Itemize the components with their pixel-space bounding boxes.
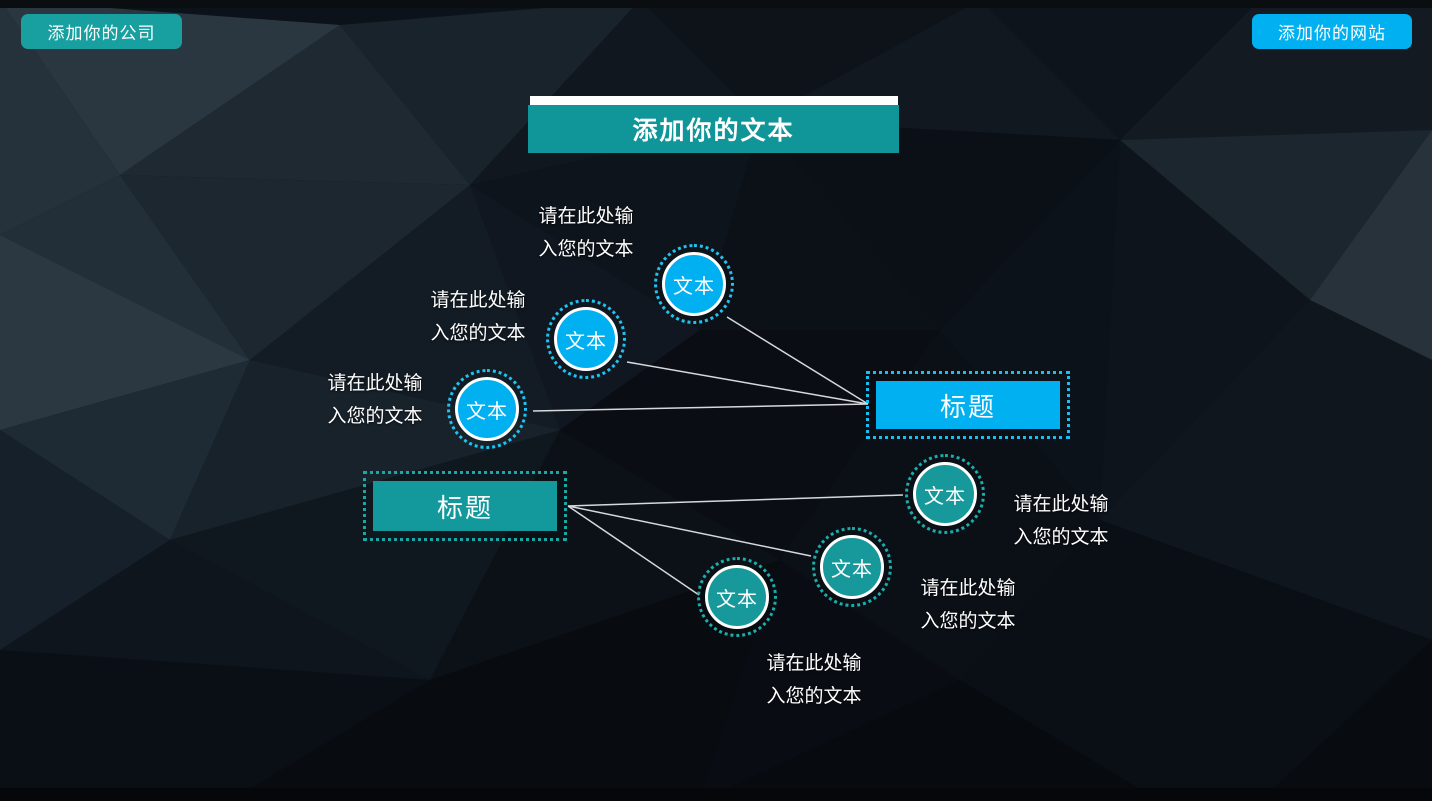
slide-title: 添加你的文本 — [528, 105, 899, 153]
node-blue-bottom[interactable]: 文本 — [447, 369, 527, 449]
caption-line: 入您的文本 — [327, 406, 423, 427]
caption-line: 入您的文本 — [766, 686, 862, 707]
title-accent-bar — [530, 96, 898, 105]
caption-teal-right: 请在此处输 入您的文本 — [976, 488, 1146, 554]
add-website-button[interactable]: 添加你的网站 — [1252, 14, 1412, 49]
node-blue-bottom-label: 文本 — [455, 377, 519, 441]
node-teal-left-label: 文本 — [705, 565, 769, 629]
node-teal-middle-label: 文本 — [820, 535, 884, 599]
add-company-button[interactable]: 添加你的公司 — [21, 14, 182, 49]
caption-line: 请在此处输 — [766, 653, 862, 674]
node-teal-middle[interactable]: 文本 — [812, 527, 892, 607]
node-blue-middle-label: 文本 — [554, 307, 618, 371]
node-blue-top-label: 文本 — [662, 252, 726, 316]
caption-blue-top: 请在此处输 入您的文本 — [501, 200, 671, 266]
caption-line: 请在此处输 — [430, 290, 526, 311]
title-box-left-label: 标题 — [373, 481, 557, 531]
title-box-right-label: 标题 — [876, 381, 1060, 429]
node-blue-middle[interactable]: 文本 — [546, 299, 626, 379]
caption-teal-middle: 请在此处输 入您的文本 — [883, 572, 1053, 638]
caption-teal-left: 请在此处输 入您的文本 — [729, 647, 899, 713]
caption-blue-middle: 请在此处输 入您的文本 — [393, 284, 563, 350]
caption-line: 入您的文本 — [538, 239, 634, 260]
node-teal-left[interactable]: 文本 — [697, 557, 777, 637]
caption-line: 请在此处输 — [538, 206, 634, 227]
caption-line: 请在此处输 — [1013, 494, 1109, 515]
caption-line: 请在此处输 — [327, 373, 423, 394]
caption-line: 请在此处输 — [920, 578, 1016, 599]
caption-line: 入您的文本 — [430, 323, 526, 344]
caption-line: 入您的文本 — [920, 611, 1016, 632]
caption-line: 入您的文本 — [1013, 527, 1109, 548]
title-box-left[interactable]: 标题 — [363, 471, 567, 541]
node-teal-right[interactable]: 文本 — [905, 454, 985, 534]
caption-blue-bottom: 请在此处输 入您的文本 — [290, 367, 460, 433]
node-teal-right-label: 文本 — [913, 462, 977, 526]
title-box-right[interactable]: 标题 — [866, 371, 1070, 439]
node-blue-top[interactable]: 文本 — [654, 244, 734, 324]
